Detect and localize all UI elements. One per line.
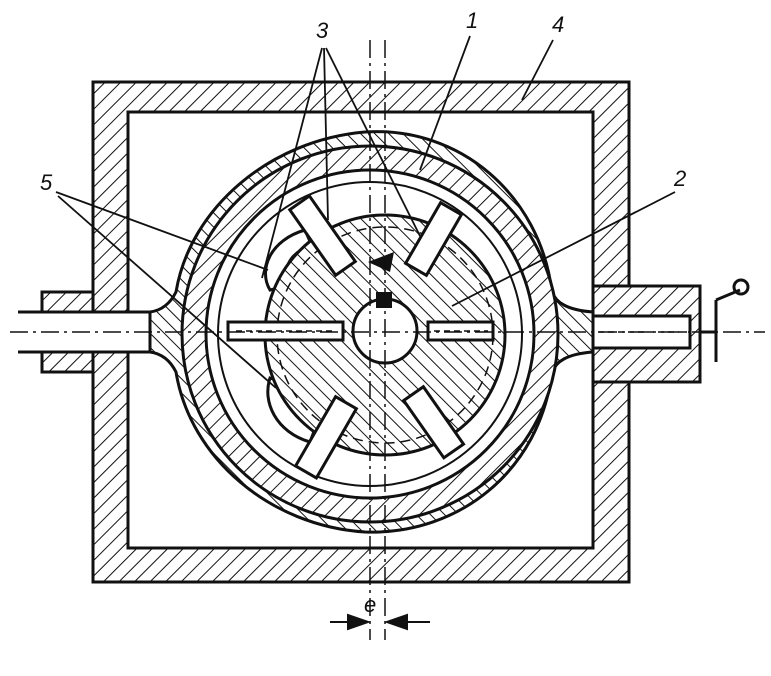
shaft-key	[376, 292, 392, 308]
label-rotor: 2	[673, 166, 686, 191]
label-eccentricity: e	[364, 592, 376, 617]
label-stator-ring: 1	[466, 8, 478, 33]
vane-upper-right	[403, 200, 464, 278]
vane-left	[226, 320, 345, 342]
vane-lower-right	[401, 384, 466, 460]
vane-right	[426, 320, 495, 342]
housing-wall	[91, 80, 631, 584]
vane-upper-left	[287, 193, 358, 278]
centre-lines	[10, 40, 765, 640]
label-vanes: 3	[316, 18, 329, 43]
vanes	[226, 193, 495, 481]
handwheel-icon	[700, 278, 750, 362]
label-housing: 4	[552, 12, 564, 37]
eccentricity-dimension	[330, 613, 430, 631]
leader-lines	[55, 35, 676, 389]
rotation-arrow-icon	[368, 252, 394, 272]
label-ports: 5	[40, 170, 53, 195]
vane-lower-left	[293, 394, 359, 481]
